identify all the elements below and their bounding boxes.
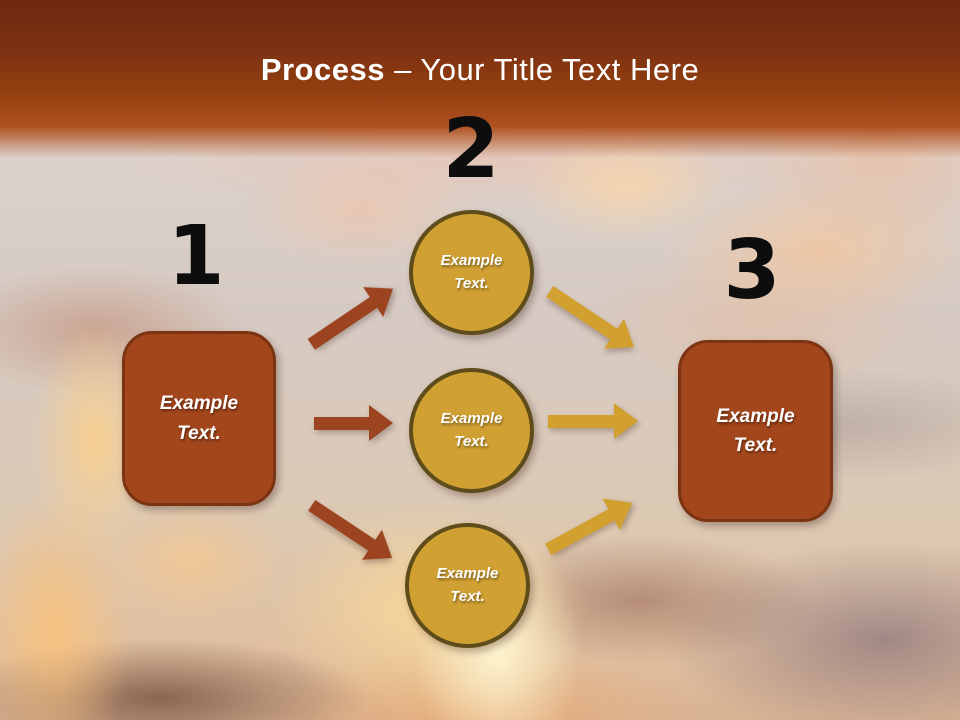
step-number-1[interactable]: 1 [167,209,225,304]
step2-circle-top-line1: Example [440,252,503,269]
step3-label-line2: Text. [733,435,778,456]
step2-circle-middle-line2: Text. [454,432,489,450]
title-rest: – Your Title Text Here [394,52,700,87]
step3-box[interactable]: Example Text. [678,340,833,522]
title-keyword: Process [260,52,385,87]
step2-circle-bottom-line1: Example [436,565,499,582]
title-banner: Process – Your Title Text Here [0,0,960,158]
step1-label-line2: Text. [177,422,221,444]
step2-circle-top-line2: Text. [454,274,489,292]
arrow-circle-middle-to-step3-icon[interactable] [548,403,638,439]
step-number-2[interactable]: 2 [442,102,500,197]
slide-title[interactable]: Process – Your Title Text Here [0,52,960,88]
step1-label-line1: Example [159,393,239,415]
step-number-3[interactable]: 3 [723,223,781,318]
step2-circle-middle-line1: Example [440,410,503,427]
step2-circle-bottom[interactable]: Example Text. [405,523,530,648]
arrow-step1-to-circle-middle-icon[interactable] [314,405,393,441]
step1-box[interactable]: Example Text. [122,331,276,506]
step2-circle-bottom-line2: Text. [450,587,485,605]
step2-circle-middle[interactable]: Example Text. [409,368,534,493]
step2-circle-top[interactable]: Example Text. [409,210,534,335]
step3-label-line1: Example [716,405,795,427]
